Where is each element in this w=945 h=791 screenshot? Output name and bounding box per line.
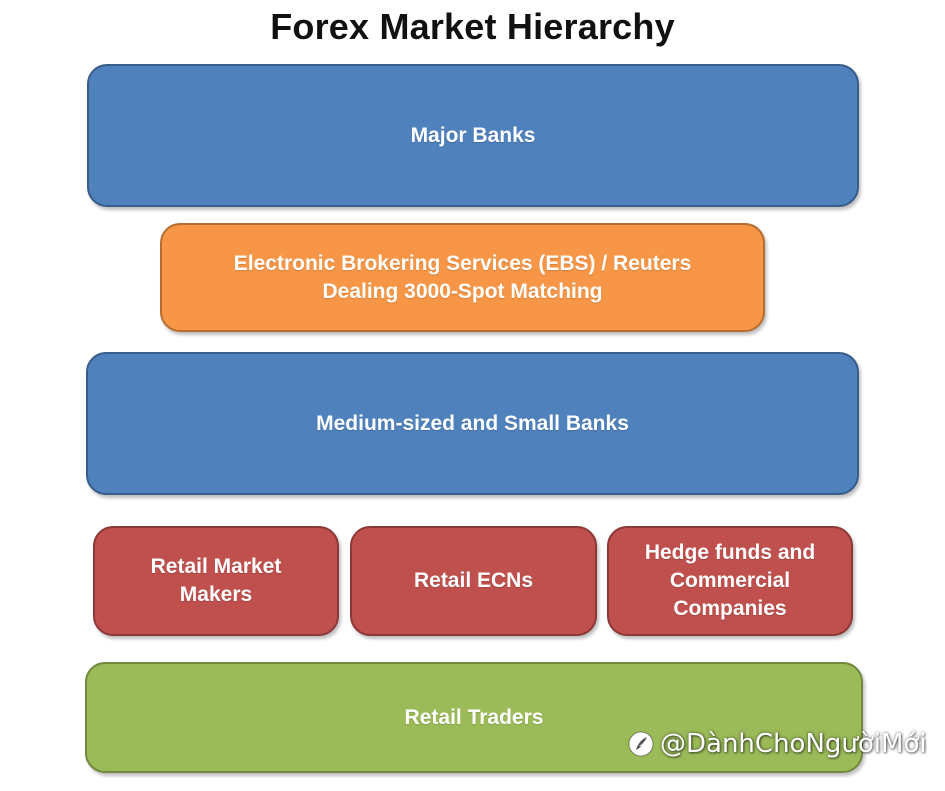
hedge-funds-label: Hedge funds and Commercial Companies	[644, 541, 816, 620]
ebs-label: Electronic Brokering Services (EBS) / Re…	[233, 251, 692, 303]
medium-small-banks-label: Medium-sized and Small Banks	[316, 411, 629, 435]
major-banks-box: Major Banks	[87, 64, 859, 207]
retail-market-makers-box: Retail Market Makers	[93, 526, 339, 636]
retail-ecns-label: Retail ECNs	[413, 569, 534, 592]
retail-ecns-box: Retail ECNs	[350, 526, 597, 636]
watermark: @DànhChoNgườiMới	[628, 724, 927, 764]
medium-small-banks-box: Medium-sized and Small Banks	[86, 352, 859, 495]
diagram-title: Forex Market Hierarchy	[270, 6, 675, 47]
retail-traders-box: Retail Traders	[85, 662, 863, 773]
retail-traders-label: Retail Traders	[404, 705, 544, 729]
retail-market-makers-label: Retail Market Makers	[150, 555, 282, 606]
watermark-text: @DànhChoNgườiMới	[660, 729, 927, 759]
feather-logo-icon	[628, 731, 654, 757]
ebs-box: Electronic Brokering Services (EBS) / Re…	[160, 223, 765, 332]
major-banks-label: Major Banks	[410, 123, 536, 147]
hedge-funds-box: Hedge funds and Commercial Companies	[607, 526, 853, 636]
